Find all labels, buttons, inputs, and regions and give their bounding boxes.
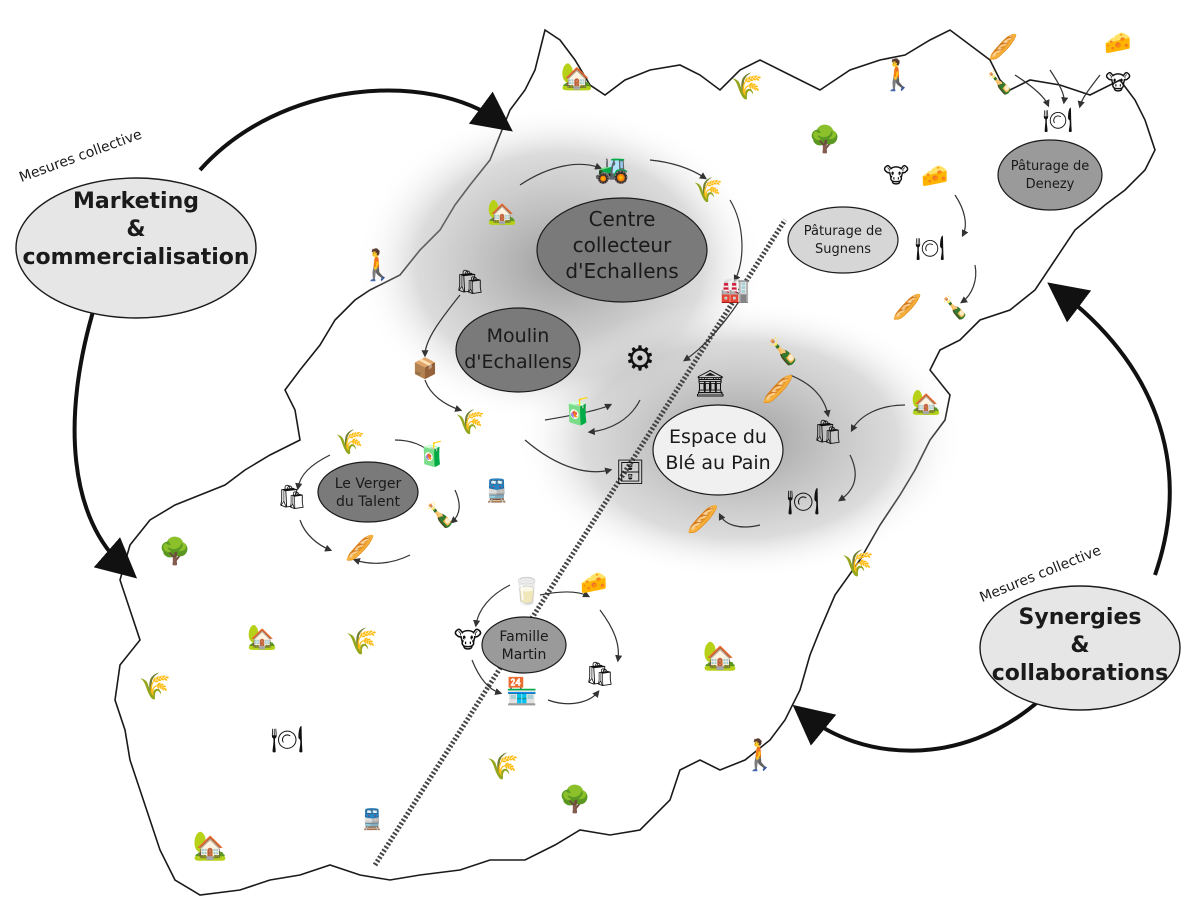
hiker-icon: 🚶 [741,737,778,773]
milk-icon: 🥛 [511,576,543,607]
hub-denezy-line2: Denezy [1026,177,1075,192]
table-icon: 🍽 [270,725,303,755]
hub-verger-line1: Le Verger [335,476,402,492]
hub-espace-line1: Espace du [669,426,767,448]
hub-espace-ble: Espace du Blé au Pain [652,404,784,496]
trees-icon: 🌳 [809,123,841,155]
hub-famille-martin: Famille Martin [481,616,567,674]
market-icon: 🏪 [506,676,538,707]
trees-icon: 🌳 [159,535,191,567]
bread-icon: 🥖 [687,504,719,535]
wheat-icon: 🌾 [346,627,378,657]
hub-sugnens-line1: Pâturage de [804,224,883,239]
measure-synergies-line2: & [1070,633,1089,658]
bread-icon: 🥖 [345,534,375,562]
wheat-icon: 🌾 [139,672,171,702]
arrow-marketing-to-west [72,304,138,579]
arrow-synergies-to-northeast [1047,282,1172,576]
wheat-icon: 🌾 [731,72,763,102]
hub-sugnens-line2: Sugnens [815,242,871,257]
arrow-marketing-to-north [198,88,513,172]
wheat-icon: 🌾 [693,176,723,204]
windmill-icon: ⚙ [625,339,655,379]
table-icon: 🍽 [786,487,819,517]
fridge-icon: 🗄 [615,458,645,486]
bottles-icon: 🍾 [986,70,1013,96]
museum-icon: 🏛 [693,369,726,399]
bottles-icon: 🍾 [425,501,455,529]
measure-marketing: Mesures collective Marketing & commercia… [15,127,257,319]
measure-synergies-line1: Synergies [1019,605,1142,630]
cheese-icon: 🧀 [1104,31,1131,56]
measure-marketing-line1: Marketing [73,189,199,214]
hiker-icon: 🚶 [359,247,396,283]
bottles-icon: 🍾 [767,336,799,367]
hub-moulin-line1: Moulin [487,325,550,347]
hub-martin-line2: Martin [502,647,547,663]
cider-icon: 🧃 [417,440,447,468]
box-icon: 📦 [413,356,438,380]
wheat-icon: 🌾 [842,549,874,579]
cow-icon: 🐮 [1105,71,1131,96]
hub-martin-line1: Famille [499,629,548,645]
cow-icon: 🐮 [883,164,909,189]
farm-icon: 🏡 [561,62,593,92]
farm-icon: 🏡 [193,829,228,862]
cider-icon: 🧃 [562,396,594,427]
measure-marketing-line2: & [126,217,145,242]
hub-centre-line1: Centre [589,207,656,231]
hub-centre-collecteur: Centre collecteur d'Echallens [536,197,708,303]
hub-denezy-line1: Pâturage de [1011,159,1090,174]
hub-centre-line3: d'Echallens [565,259,678,283]
farm-icon: 🏡 [247,623,277,651]
bag-icon: 🛍 [585,660,615,688]
bag-icon: 🛍 [813,418,843,446]
farm-icon: 🏡 [911,388,941,416]
train-icon: 🚆 [360,807,385,831]
bread-icon: 🥖 [988,33,1018,61]
farm-icon: 🏡 [487,198,517,226]
bag-icon: 🛍 [455,268,485,296]
wheat-icon: 🌾 [487,752,519,782]
hub-verger: Le Verger du Talent [317,461,419,523]
farm-icon: 🏡 [703,639,738,672]
cheese-icon: 🧀 [580,571,607,596]
train-icon: 🚆 [483,478,510,504]
tractor-icon: 🚜 [595,152,630,185]
hub-moulin: Moulin d'Echallens [455,307,581,393]
hub-paturage-denezy: Pâturage de Denezy [997,139,1103,211]
arrow-synergies-to-south [792,698,1042,753]
measure-synergies: Mesures collective Synergies & collabora… [978,543,1181,711]
hub-centre-line2: collecteur [573,233,672,257]
cycle-arrows [295,69,1101,705]
hub-moulin-line2: d'Echallens [464,351,572,373]
hub-paturage-sugnens: Pâturage de Sugnens [787,206,899,274]
flour-icon: 🌾 [455,408,485,436]
measure-marketing-line3: commercialisation [22,245,249,270]
hiker-icon: 🚶 [879,57,916,93]
flour-icon: 🌾 [335,428,365,456]
hub-espace-line2: Blé au Pain [665,452,770,474]
bread-icon: 🥖 [892,293,922,321]
measure-synergies-line3: collaborations [992,661,1169,686]
measure-marketing-tag: Mesures collective [17,127,144,186]
trees-icon: 🌳 [559,783,591,815]
hub-verger-line2: du Talent [336,494,400,510]
map-icons: 🏡 🌾 🚶 🌳 🥖 🧀 🍾 🐮 🍽 🐮 🧀 🍽 🥖 🍾 🚜 🏡 🌾 🏭 🚶 🛍 … [139,31,1132,862]
bread-icon: 🥖 [762,374,794,405]
railway-line [372,218,788,867]
cow-icon: 🐮 [454,626,482,654]
silo-icon: 🏭 [720,276,750,304]
bottles-icon: 🍾 [941,295,968,321]
bag-icon: 🛍 [277,483,307,511]
cheese-icon: 🧀 [921,164,948,189]
table-icon: 🍽 [1043,106,1073,134]
table-icon: 🍽 [915,234,945,262]
